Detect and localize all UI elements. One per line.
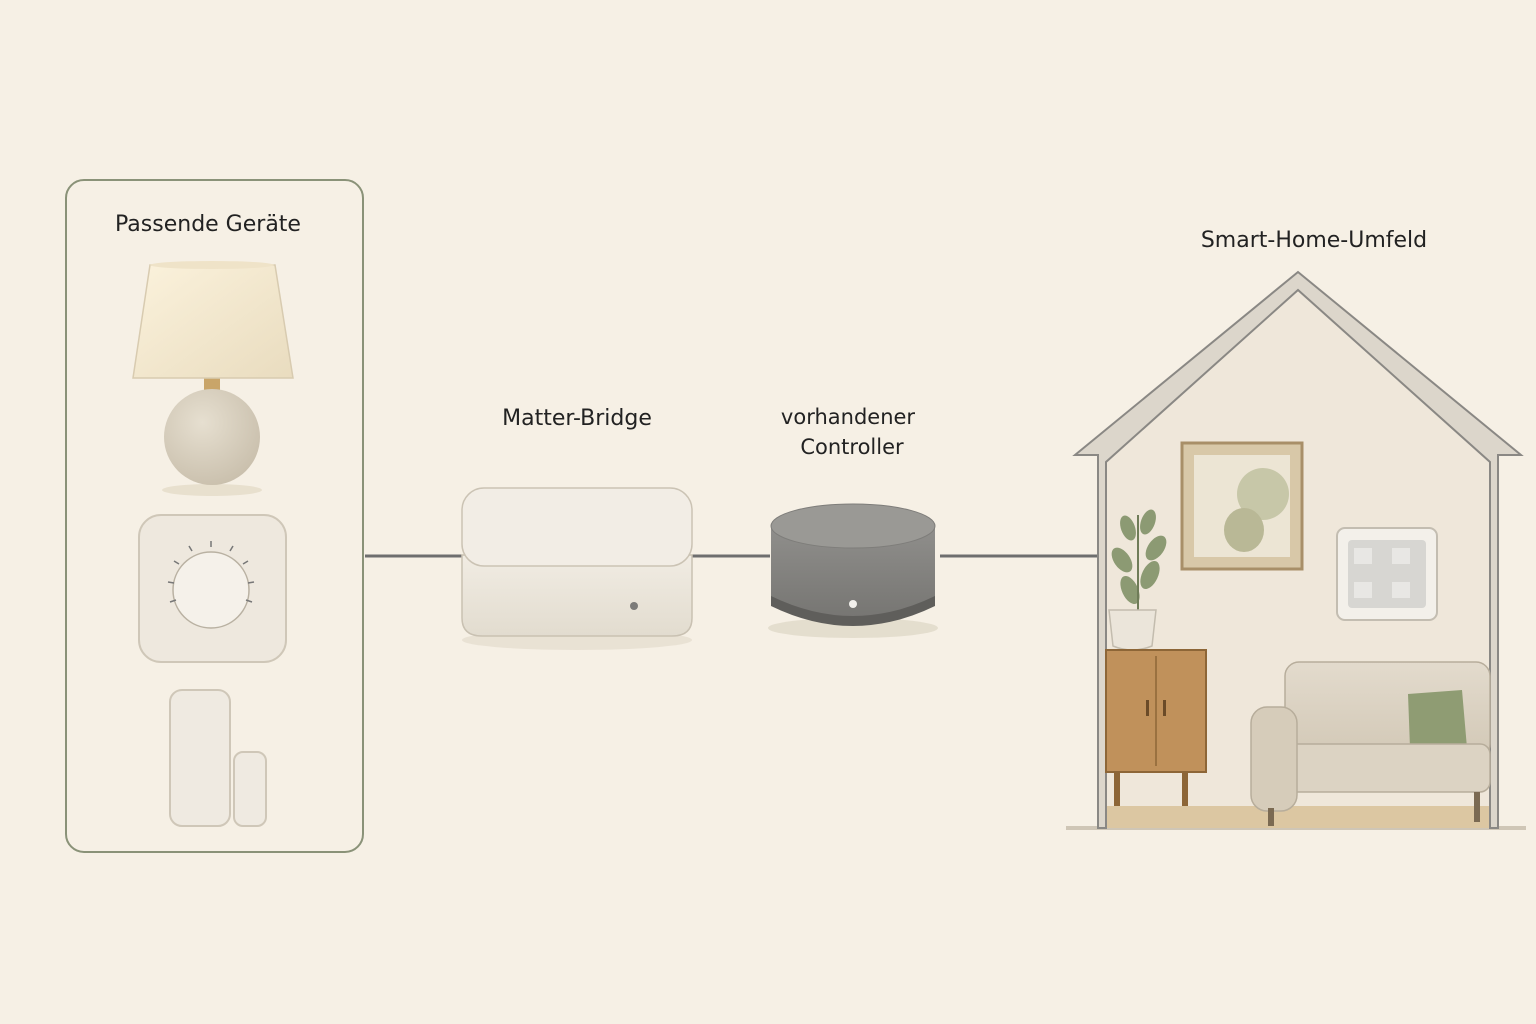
bridge-label: Matter-Bridge [502, 406, 652, 431]
dimmer-icon [138, 514, 287, 663]
controller-device [768, 503, 938, 638]
plant-icon [1108, 509, 1167, 651]
controller-label-line1: vorhandener [780, 405, 916, 429]
bridge-status-led [630, 602, 638, 610]
devices-panel [65, 179, 364, 853]
matter-bridge-device [461, 487, 693, 650]
wall-picture [1180, 441, 1304, 571]
controller-status-led [849, 600, 857, 608]
house-illustration [1066, 270, 1526, 830]
sofa-icon [1250, 661, 1491, 826]
door-sensor-icon [169, 689, 267, 827]
home-label: Smart-Home-Umfeld [1200, 228, 1428, 253]
devices-panel-title: Passende Geräte [115, 212, 301, 237]
controller-label-line2: Controller [800, 435, 904, 459]
cabinet-icon [1105, 649, 1207, 806]
lamp-icon [132, 261, 294, 496]
wall-thermostat-icon [1336, 527, 1438, 621]
